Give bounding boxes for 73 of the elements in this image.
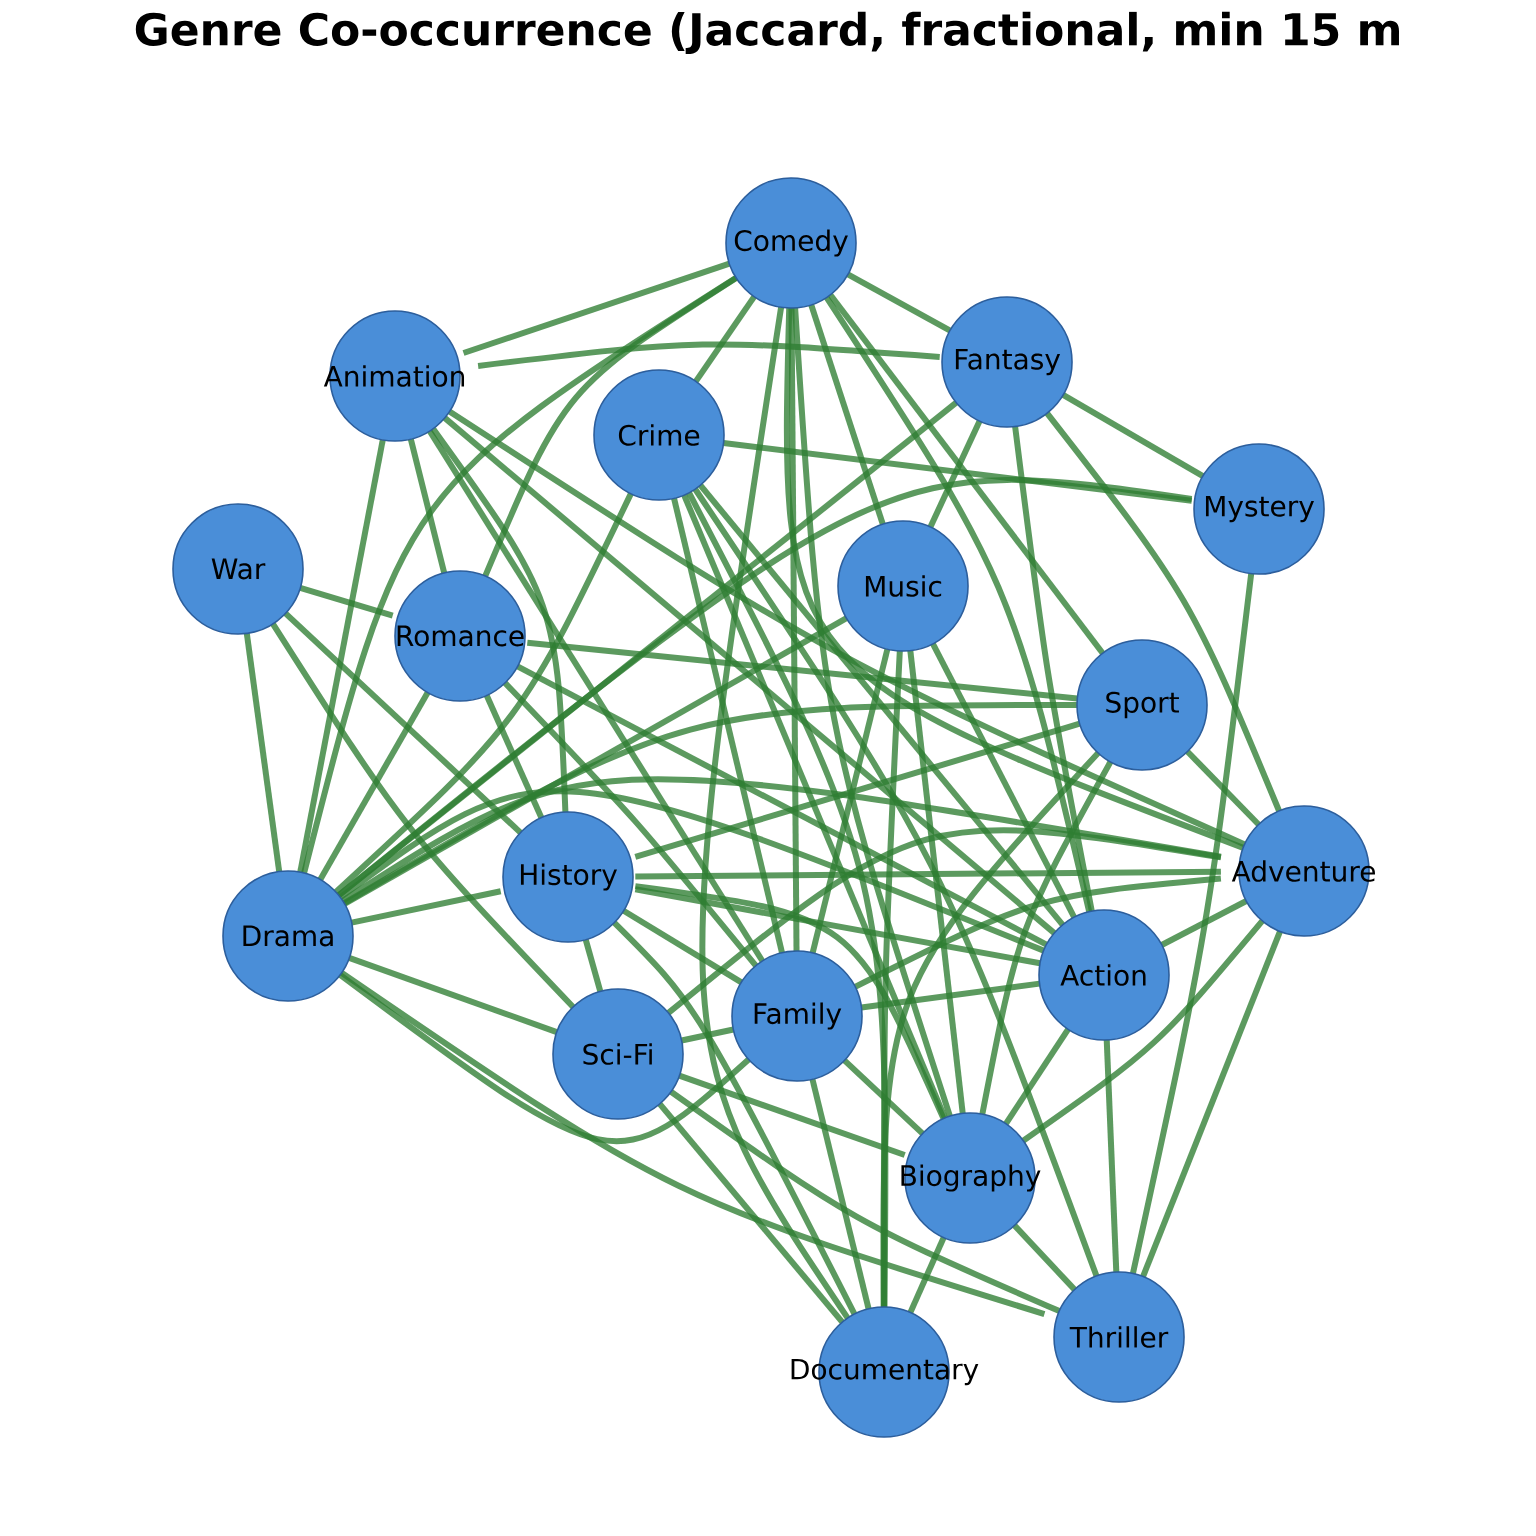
edge-line [243, 633, 283, 872]
edge-line [692, 487, 1100, 1278]
edge-line [927, 419, 983, 529]
edge-line [447, 408, 1246, 848]
edge-line [634, 883, 947, 1120]
edge-line [861, 980, 1040, 1011]
edge-line [299, 584, 394, 619]
edge-line [483, 694, 545, 819]
edge-line [1129, 573, 1255, 1275]
edge-line [634, 886, 1041, 967]
edge-line [502, 680, 759, 968]
edge-line [1185, 749, 1261, 827]
edge-line [1160, 898, 1248, 948]
edge-line [341, 776, 1222, 904]
edge-line [270, 622, 576, 1010]
edge-line [657, 1102, 845, 1325]
edge-line [671, 497, 785, 954]
edge-line [343, 615, 848, 907]
edge-line [686, 491, 889, 1308]
edge-line [678, 1072, 906, 1158]
edge-line [842, 1058, 925, 1136]
edge-line [784, 307, 1245, 851]
edge-line [427, 429, 765, 963]
edge-line [1044, 411, 1282, 813]
edge-line [1012, 426, 1095, 912]
edge-line [342, 702, 1077, 906]
edge-line [297, 439, 386, 873]
edge-line [516, 663, 1048, 948]
edge-line [723, 440, 1193, 504]
edge-line [462, 260, 731, 356]
edge-line [612, 920, 858, 1316]
edge-line [880, 750, 1101, 1308]
edge-line [827, 293, 1106, 656]
edge-line [582, 938, 604, 993]
edge-line [907, 1236, 947, 1314]
edge-line [1003, 1027, 1071, 1126]
edge-line [430, 426, 569, 813]
edge-line [853, 875, 1222, 990]
edge-line [809, 1078, 872, 1310]
edge-line [338, 788, 1045, 954]
edge-line [698, 483, 1066, 927]
edge-line [339, 970, 1046, 1317]
edge-line [317, 690, 431, 882]
edge-line [634, 720, 1081, 860]
edge-line [792, 307, 953, 1118]
edge-line [1021, 919, 1265, 1144]
edge-line [1140, 930, 1283, 1278]
edge-line [407, 438, 448, 574]
edge-line [666, 827, 1222, 1016]
edge-line [699, 306, 851, 1320]
edge-line [442, 415, 1057, 936]
edge-line [1012, 1223, 1077, 1292]
edge-line [301, 275, 738, 874]
edge-line [351, 888, 502, 926]
edge-line [333, 492, 634, 895]
edge-line [809, 648, 891, 954]
edge-line [808, 303, 886, 526]
edge-line [669, 1089, 1061, 1314]
edge-line [348, 955, 558, 1035]
edge-line [1103, 1039, 1120, 1273]
edge-line [622, 908, 743, 985]
edge-line [846, 271, 952, 334]
edge-line [979, 760, 1114, 1115]
edge-line [527, 639, 1078, 702]
edge-line [283, 611, 523, 835]
edge-line [907, 650, 966, 1114]
edge-line [477, 341, 940, 369]
edge-line [1061, 392, 1205, 479]
edge-line [693, 294, 757, 384]
edge-line [681, 1026, 735, 1044]
edge-line [930, 642, 1077, 919]
title: Genre Co-occurrence (Jaccard, fractional, min 15 m [135, 11, 1399, 55]
edge-line [635, 868, 1221, 880]
